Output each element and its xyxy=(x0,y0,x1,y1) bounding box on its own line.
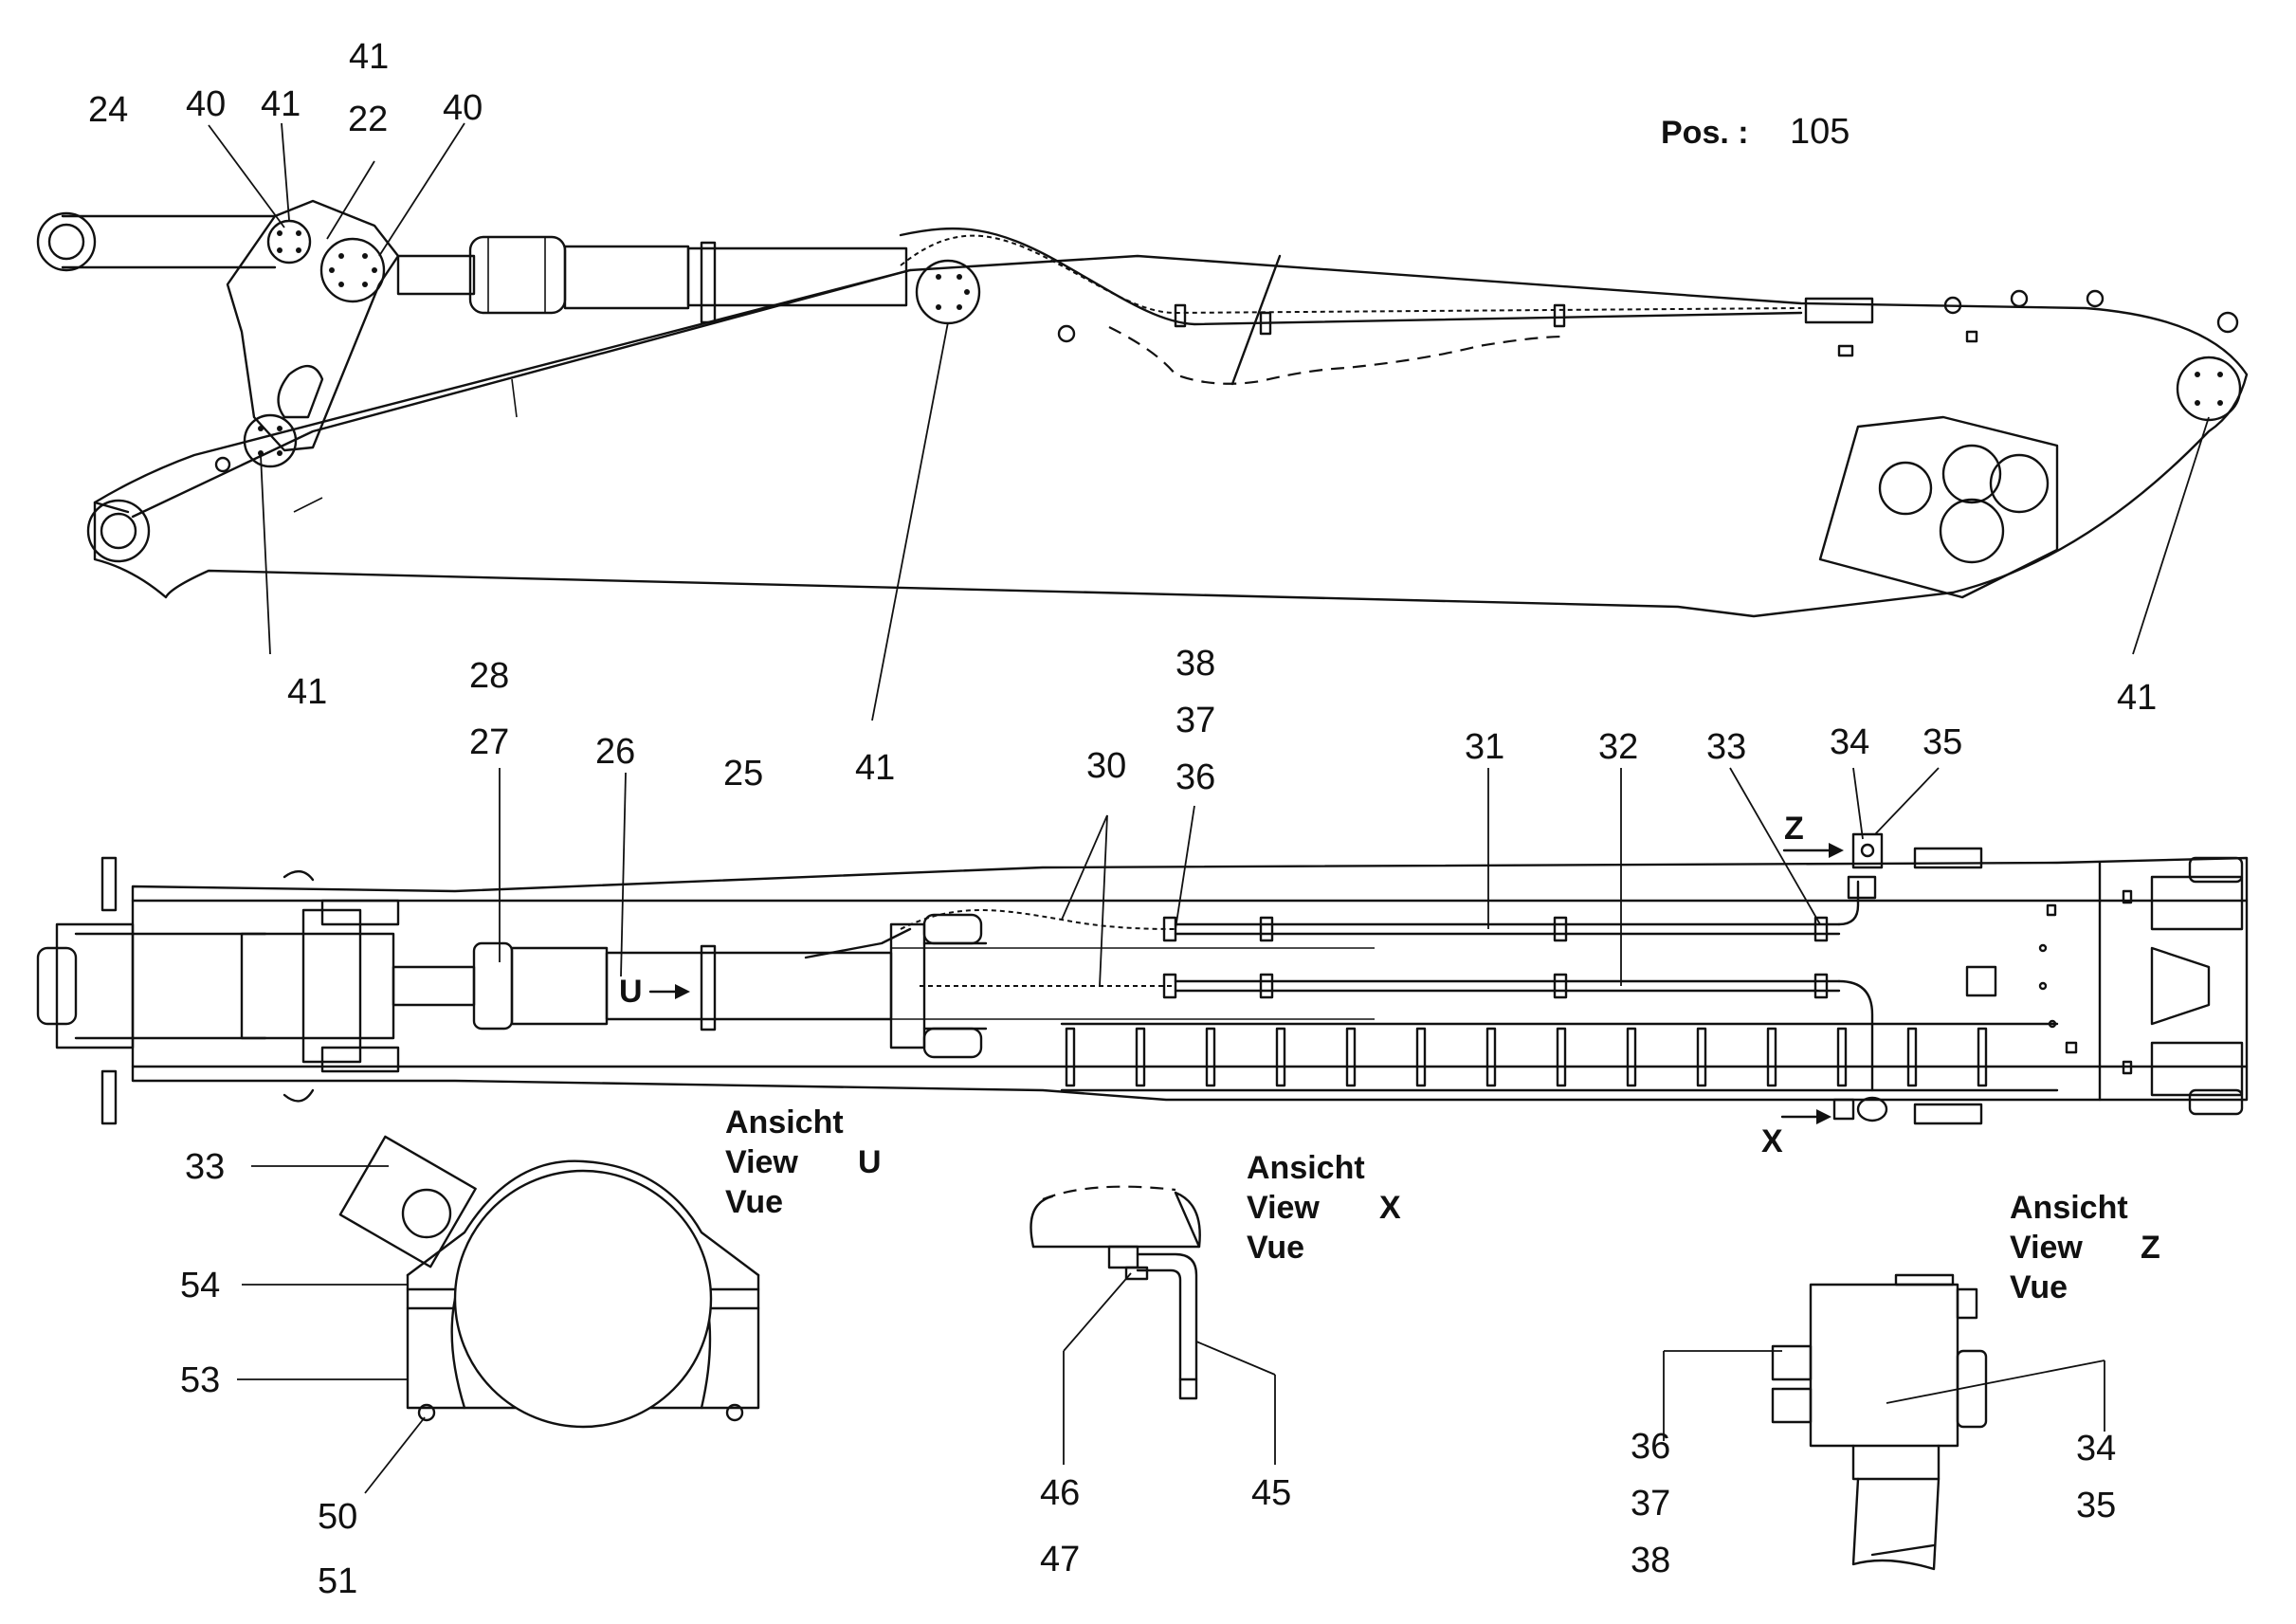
callout-number: 28 xyxy=(469,656,509,696)
callout-number: 27 xyxy=(469,722,509,762)
stiffener-rung xyxy=(1345,1027,1357,1087)
callout-number: 38 xyxy=(1175,644,1215,684)
callout-number: 50 xyxy=(318,1497,357,1537)
callout-number: 37 xyxy=(1175,701,1215,740)
callouts-plan: 28 27 26 38 37 36 30 31 32 33 34 35 xyxy=(469,644,1962,797)
view-marker-u: U xyxy=(619,974,690,1010)
pin-boom-tip xyxy=(2176,356,2242,422)
detail-view-u xyxy=(338,1135,760,1429)
view-marker-u-letter: U xyxy=(619,974,643,1010)
stiffener-rung xyxy=(1556,1027,1567,1087)
callout-number: 53 xyxy=(180,1360,220,1400)
pin-cylinder-head xyxy=(319,237,386,303)
stiffener-rung xyxy=(1415,1027,1427,1087)
callout-number: 47 xyxy=(1040,1540,1080,1579)
view-z-title-line2: View xyxy=(2010,1230,2083,1266)
stiffener-rung xyxy=(1135,1027,1146,1087)
stiffener-rung xyxy=(1205,1027,1216,1087)
callout-number: 40 xyxy=(443,88,483,128)
callouts-view-x: 46 47 45 xyxy=(1040,1473,1291,1579)
stiffener-rung xyxy=(1836,1027,1848,1087)
view-marker-x: X xyxy=(1761,1109,1831,1159)
position-label: Pos. : 105 xyxy=(1661,112,1850,152)
stiffener-rung xyxy=(1906,1027,1918,1087)
callout-number: 37 xyxy=(1631,1484,1670,1524)
callout-number: 51 xyxy=(318,1561,357,1601)
stiffener-rung xyxy=(1275,1027,1286,1087)
view-x-title-line3: Vue xyxy=(1247,1230,1304,1266)
view-u-title-line2: View xyxy=(725,1144,798,1180)
callout-number: 31 xyxy=(1465,727,1504,767)
stiffener-rung xyxy=(1626,1027,1637,1087)
stiffener-rung xyxy=(1485,1027,1497,1087)
callout-number: 40 xyxy=(186,84,226,124)
side-elevation-view xyxy=(36,199,2249,618)
stiffener-rung xyxy=(1065,1027,1076,1087)
plan-leaders xyxy=(499,767,1940,987)
callout-number: 38 xyxy=(1631,1541,1670,1580)
view-z-leaders xyxy=(1663,1350,2105,1441)
view-x-leaders xyxy=(1063,1272,1276,1465)
callout-number: 24 xyxy=(88,90,128,130)
view-marker-z-letter: Z xyxy=(1784,811,1804,847)
view-u-title-line3: Vue xyxy=(725,1184,783,1220)
view-title-x: Ansicht View X Vue xyxy=(1247,1150,1401,1266)
pin-boom-foot xyxy=(243,413,298,468)
top-leaders xyxy=(208,122,2210,721)
detail-view-x xyxy=(1030,1185,1201,1400)
callout-number: 41 xyxy=(855,748,895,788)
view-u-leaders xyxy=(237,1165,426,1494)
callout-number: 41 xyxy=(2117,678,2157,718)
pin-boom-mid xyxy=(915,259,981,325)
detail-view-z xyxy=(1771,1273,1988,1571)
view-x-title-letter: X xyxy=(1379,1190,1401,1226)
callout-number: 32 xyxy=(1598,727,1638,767)
stiffener-ladder xyxy=(1060,1022,2059,1092)
callouts-view-z: 36 37 38 34 35 xyxy=(1631,1427,2116,1580)
callout-number: 33 xyxy=(1706,727,1746,767)
callout-number: 41 xyxy=(261,84,301,124)
view-x-title-line1: Ansicht xyxy=(1247,1150,1365,1186)
view-marker-x-letter: X xyxy=(1761,1123,1783,1159)
view-u-title-letter: U xyxy=(858,1144,882,1180)
callouts-top: 41 24 40 41 22 40 41 25 41 41 xyxy=(88,37,2157,794)
callouts-view-u: 33 54 53 50 51 xyxy=(180,1147,357,1601)
callout-number: 26 xyxy=(595,732,635,772)
callout-number: 41 xyxy=(349,37,389,77)
pin-top-left xyxy=(266,219,312,265)
stiffener-rung xyxy=(1766,1027,1777,1087)
view-z-title-line3: Vue xyxy=(2010,1269,2068,1305)
view-x-title-line2: View xyxy=(1247,1190,1320,1226)
plan-view xyxy=(36,832,2249,1125)
callout-number: 54 xyxy=(180,1266,220,1305)
stiffener-rung xyxy=(1977,1027,1988,1087)
callout-number: 33 xyxy=(185,1147,225,1187)
callout-number: 36 xyxy=(1175,757,1215,797)
view-marker-z: Z xyxy=(1782,811,1844,858)
callout-number: 35 xyxy=(1922,722,1962,762)
callout-number: 45 xyxy=(1251,1473,1291,1513)
callout-number: 34 xyxy=(2076,1429,2116,1469)
view-z-title-letter: Z xyxy=(2141,1230,2160,1266)
callout-number: 30 xyxy=(1086,746,1126,786)
view-u-title-line1: Ansicht xyxy=(725,1104,844,1140)
stiffener-rung xyxy=(1696,1027,1707,1087)
callout-number: 46 xyxy=(1040,1473,1080,1513)
callout-number: 41 xyxy=(287,672,327,712)
view-title-z: Ansicht View Z Vue xyxy=(2010,1190,2160,1305)
callout-number: 22 xyxy=(348,100,388,139)
callout-number: 25 xyxy=(723,754,763,794)
position-label-text: Pos. : xyxy=(1661,115,1749,151)
view-title-u: Ansicht View U Vue xyxy=(725,1104,882,1220)
callout-number: 34 xyxy=(1830,722,1869,762)
position-number: 105 xyxy=(1790,112,1850,152)
callout-number: 35 xyxy=(2076,1486,2116,1525)
view-z-title-line1: Ansicht xyxy=(2010,1190,2128,1226)
callout-number: 36 xyxy=(1631,1427,1670,1467)
